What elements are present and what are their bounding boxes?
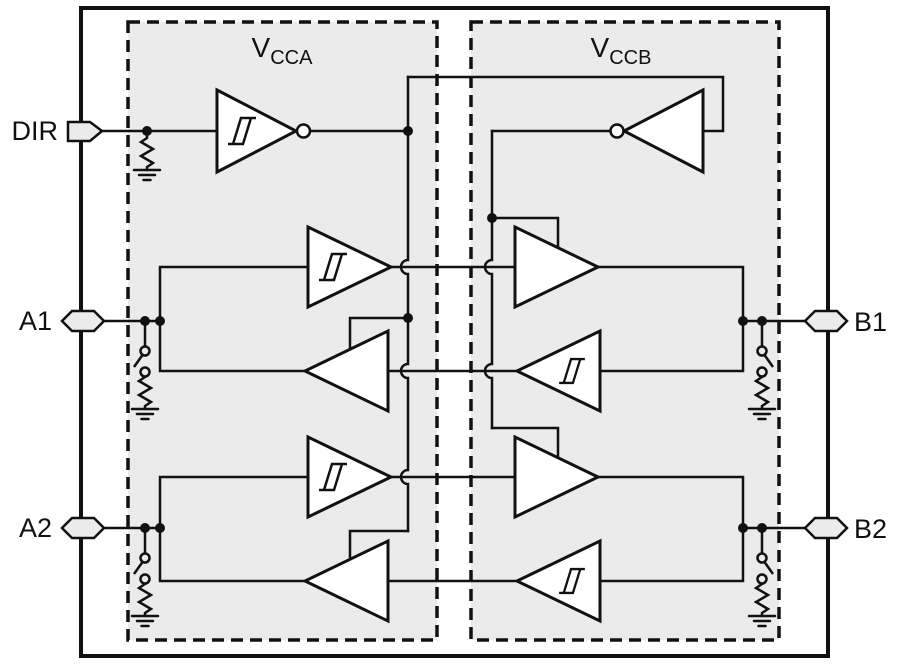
pin-pad-a1 — [60, 309, 106, 333]
junction-dot — [140, 523, 150, 533]
pin-label-a1: A1 — [19, 306, 52, 336]
pin-pad-b1 — [803, 309, 849, 333]
junction-dot — [757, 316, 767, 326]
junction-dot — [140, 316, 150, 326]
junction-dot — [142, 126, 152, 136]
schmitt-buffer-a2-tx — [306, 434, 395, 520]
pin-label-dir: DIR — [12, 116, 59, 146]
inverter-bubble-icon — [295, 123, 312, 139]
wire-enable-a1-driver — [348, 316, 410, 351]
junction-dot — [155, 316, 165, 326]
pin-label-a2: A2 — [19, 513, 52, 543]
output-driver-a2 — [301, 538, 390, 624]
labels: VCCA VCCB DIR A1 A2 B1 B2 — [12, 32, 888, 544]
output-driver-a1 — [301, 328, 390, 414]
wire-enable-b1-driver — [490, 216, 560, 250]
wire-enable-b2-driver — [490, 426, 560, 460]
pin-pad-b2 — [803, 516, 849, 540]
vccb-region — [469, 20, 781, 642]
dir-schmitt-inverter — [215, 87, 300, 175]
junction-dot — [403, 126, 413, 136]
junction-dot — [757, 523, 767, 533]
pin-pad-a2 — [60, 516, 106, 540]
inverter-bubble-icon — [609, 123, 625, 139]
pins — [60, 120, 849, 540]
schmitt-buffer-b2-rx — [513, 538, 602, 624]
output-driver-b2 — [513, 434, 602, 520]
junction-dot — [738, 523, 748, 533]
junction-dot — [487, 213, 497, 223]
junction-dot — [403, 313, 413, 323]
logic-elements — [215, 87, 705, 624]
output-driver-b1 — [513, 224, 602, 310]
schmitt-buffer-a1-tx — [306, 224, 395, 310]
bus-b-enable — [483, 129, 494, 430]
pin-pad-dir — [66, 120, 105, 143]
pin-label-b1: B1 — [854, 307, 887, 337]
schmitt-buffer-b1-rx — [513, 328, 602, 414]
b-side-inverter — [620, 87, 705, 175]
junction-dot — [155, 523, 165, 533]
vcca-label: VCCA — [252, 32, 314, 69]
vccb-label: VCCB — [591, 32, 652, 69]
junctions — [140, 126, 767, 533]
junction-dot — [738, 316, 748, 326]
wire-enable-a2-driver — [348, 529, 410, 561]
wire-dir-crossover-top — [406, 75, 725, 133]
vcca-region — [126, 20, 439, 642]
pin-label-b2: B2 — [854, 514, 887, 544]
